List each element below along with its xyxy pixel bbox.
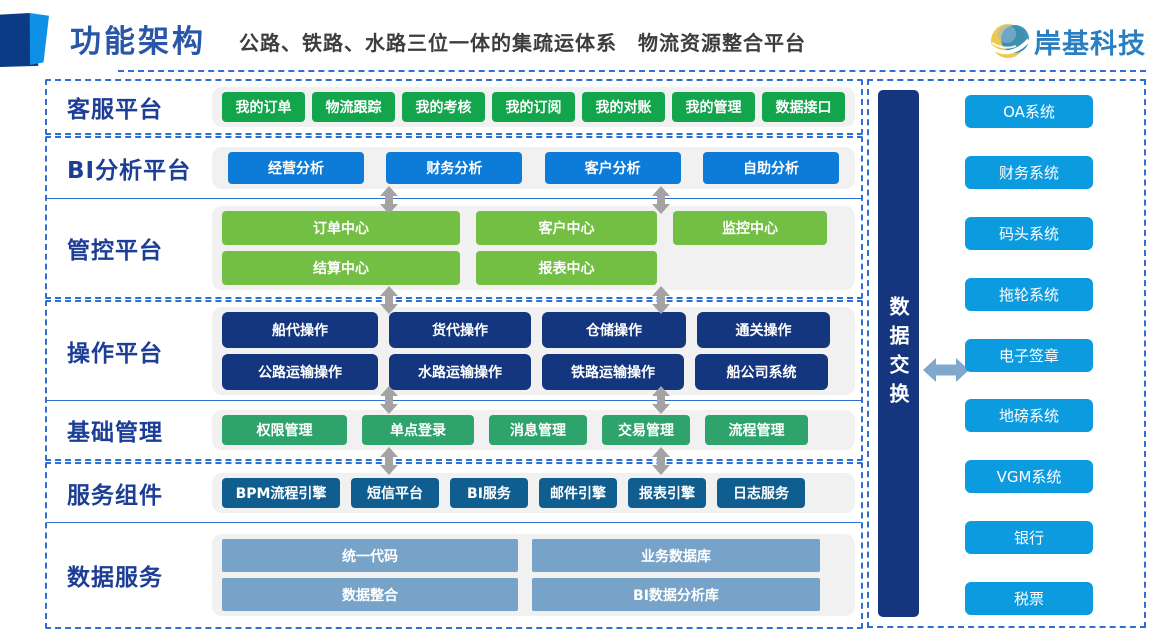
system-button[interactable]: VGM系统: [965, 460, 1093, 494]
module-button[interactable]: 订单中心: [222, 211, 460, 245]
module-button[interactable]: 经营分析: [228, 152, 364, 184]
module-button[interactable]: 报表引擎: [628, 478, 706, 508]
module-button[interactable]: 货代操作: [389, 312, 531, 348]
flow-arrow-icon: [380, 386, 398, 414]
logo-text: 岸基科技: [1034, 28, 1146, 60]
platform-group: 服务组件 BPM流程引擎短信平台 BI服务邮件引擎报表引擎日志服务数据服务 统一代码业…: [45, 462, 863, 629]
module-button[interactable]: BI服务: [450, 478, 528, 508]
platform-group: 操作平台 船代操作货代操作仓储操作通关操作公路运输操作水路运输操作铁路运输操作船公…: [45, 300, 863, 461]
module-button[interactable]: 我的订阅: [492, 92, 575, 122]
logo-globe-icon: [988, 24, 1031, 58]
module-button[interactable]: 报表中心: [476, 251, 657, 285]
platform-label: 管控平台: [67, 238, 163, 264]
module-tray: 统一代码业务数据库数据整合 BI数据分析库: [212, 534, 855, 616]
page-title: 功能架构: [70, 24, 206, 60]
system-button[interactable]: 财务系统: [965, 155, 1093, 189]
module-button[interactable]: 结算中心: [222, 251, 460, 285]
module-button[interactable]: 水路运输操作: [389, 354, 531, 390]
module-button[interactable]: 客户中心: [476, 211, 657, 245]
module-button[interactable]: 仓储操作: [542, 312, 686, 348]
module-button[interactable]: 我的对账: [582, 92, 665, 122]
header-accent-shape-light: [29, 13, 49, 65]
system-button[interactable]: 拖轮系统: [965, 277, 1093, 311]
data-exchange-bar: 数据交换: [878, 90, 919, 617]
platform-row: 客服平台 我的订单物流跟踪我的考核我的订阅我的对账我的管理数据接口: [47, 81, 861, 133]
module-button[interactable]: 物流跟踪: [312, 92, 395, 122]
system-button[interactable]: 电子签章: [965, 338, 1093, 372]
flow-arrow-icon: [652, 186, 670, 214]
external-systems-column: OA系统财务系统码头系统拖轮系统电子签章地磅系统 VGM系统银行税票: [965, 95, 1093, 615]
module-button[interactable]: 我的订单: [222, 92, 305, 122]
bidirectional-exchange-arrow-icon: [923, 358, 969, 382]
platform-row: 数据服务 统一代码业务数据库数据整合 BI数据分析库: [47, 522, 861, 627]
system-button[interactable]: 地磅系统: [965, 399, 1093, 433]
platform-label: 基础管理: [67, 420, 163, 446]
module-button[interactable]: BPM流程引擎: [222, 478, 340, 508]
flow-arrow-icon: [380, 286, 398, 314]
platform-row: 管控平台 订单中心客户中心监控中心结算中心报表中心: [47, 198, 861, 297]
header-divider: [118, 70, 1146, 72]
system-button[interactable]: OA系统: [965, 95, 1093, 128]
module-button[interactable]: 船公司系统: [695, 354, 828, 390]
system-button[interactable]: 银行: [965, 521, 1093, 555]
system-button[interactable]: 税票: [965, 582, 1093, 615]
platform-group: 客服平台 我的订单物流跟踪我的考核我的订阅我的对账我的管理数据接口: [45, 79, 863, 135]
module-button[interactable]: BI数据分析库: [532, 578, 820, 611]
platform-label: 服务组件: [67, 483, 163, 509]
flow-arrow-icon: [652, 286, 670, 314]
module-tray: 船代操作货代操作仓储操作通关操作公路运输操作水路运输操作铁路运输操作船公司系统: [212, 307, 855, 395]
data-exchange-label: 数据交换: [886, 295, 910, 412]
flow-arrow-icon: [652, 447, 670, 475]
platform-row: 操作平台 船代操作货代操作仓储操作通关操作公路运输操作水路运输操作铁路运输操作船公…: [47, 302, 861, 400]
module-button[interactable]: 数据接口: [762, 92, 845, 122]
module-button[interactable]: 财务分析: [386, 152, 523, 184]
module-button[interactable]: 业务数据库: [532, 539, 820, 572]
platform-label: BI分析平台: [67, 158, 192, 184]
integration-panel: 数据交换 OA系统财务系统码头系统拖轮系统电子签章地磅系统 VGM系统银行税票: [867, 79, 1146, 628]
module-tray: BPM流程引擎短信平台 BI服务邮件引擎报表引擎日志服务: [212, 473, 855, 513]
platform-group: BI分析平台经营分析财务分析客户分析自助分析管控平台订单中心客户中心监控中心结算…: [45, 136, 863, 299]
flow-arrow-icon: [652, 386, 670, 414]
platform-row: 服务组件 BPM流程引擎短信平台 BI服务邮件引擎报表引擎日志服务: [47, 464, 861, 522]
system-button[interactable]: 码头系统: [965, 216, 1093, 250]
platform-row: 基础管理 权限管理单点登录消息管理交易管理流程管理: [47, 400, 861, 459]
module-button[interactable]: 流程管理: [705, 415, 808, 445]
platform-label: 数据服务: [67, 565, 163, 591]
module-button[interactable]: 监控中心: [673, 211, 827, 245]
module-button[interactable]: 权限管理: [222, 415, 347, 445]
module-button[interactable]: 我的考核: [402, 92, 485, 122]
platform-row: BI分析平台经营分析财务分析客户分析自助分析: [47, 138, 861, 198]
flow-arrow-icon: [380, 447, 398, 475]
module-button[interactable]: 统一代码: [222, 539, 518, 572]
page-subtitle: 公路、铁路、水路三位一体的集疏运体系 物流资源整合平台: [239, 31, 806, 55]
module-button[interactable]: 单点登录: [362, 415, 474, 445]
platform-label: 客服平台: [67, 97, 163, 123]
module-button[interactable]: 短信平台: [351, 478, 439, 508]
module-tray: 订单中心客户中心监控中心结算中心报表中心: [212, 206, 855, 290]
module-button[interactable]: 邮件引擎: [539, 478, 617, 508]
flow-arrow-icon: [380, 186, 398, 214]
company-logo: 岸基科技: [988, 18, 1146, 64]
module-button[interactable]: 铁路运输操作: [542, 354, 684, 390]
module-button[interactable]: 交易管理: [602, 415, 690, 445]
module-tray: 我的订单物流跟踪我的考核我的订阅我的对账我的管理数据接口: [212, 87, 855, 127]
module-tray: 经营分析财务分析客户分析自助分析: [212, 147, 855, 189]
module-button[interactable]: 船代操作: [222, 312, 378, 348]
module-button[interactable]: 我的管理: [672, 92, 755, 122]
platform-label: 操作平台: [67, 341, 163, 367]
module-button[interactable]: 公路运输操作: [222, 354, 378, 390]
module-button[interactable]: 消息管理: [489, 415, 587, 445]
module-button[interactable]: 通关操作: [697, 312, 830, 348]
module-button[interactable]: 客户分析: [544, 152, 681, 184]
module-button[interactable]: 自助分析: [702, 152, 839, 184]
module-button[interactable]: 日志服务: [717, 478, 805, 508]
module-tray: 权限管理单点登录消息管理交易管理流程管理: [212, 410, 855, 450]
module-button[interactable]: 数据整合: [222, 578, 518, 611]
